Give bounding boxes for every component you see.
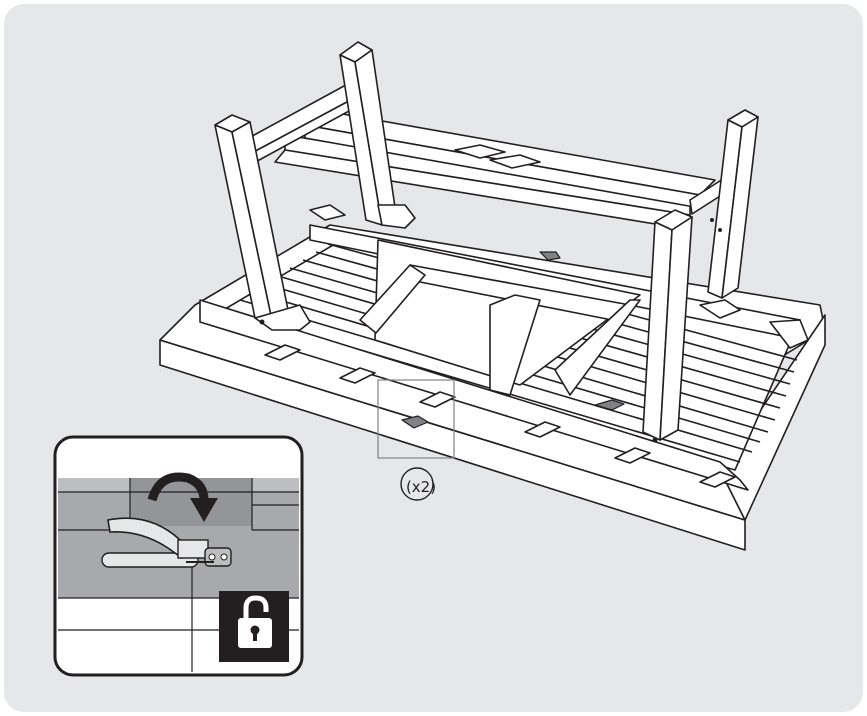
arrow-head: [190, 498, 218, 522]
front-frame-blocks: [264, 344, 736, 488]
padlock-unlocked-icon: [238, 595, 272, 648]
clockwise-arrow-icon: [147, 472, 209, 502]
detail-callout-box: [377, 379, 455, 459]
assembly-illustration: [53, 41, 826, 677]
leg-frame: [214, 41, 809, 441]
quantity-label: (x2): [405, 478, 437, 496]
bolt-holes: [259, 218, 722, 443]
instruction-panel: (x2): [4, 4, 863, 712]
quantity-circle: [400, 467, 434, 501]
inset-detail: [53, 435, 304, 677]
latch-hardware: [401, 251, 625, 429]
